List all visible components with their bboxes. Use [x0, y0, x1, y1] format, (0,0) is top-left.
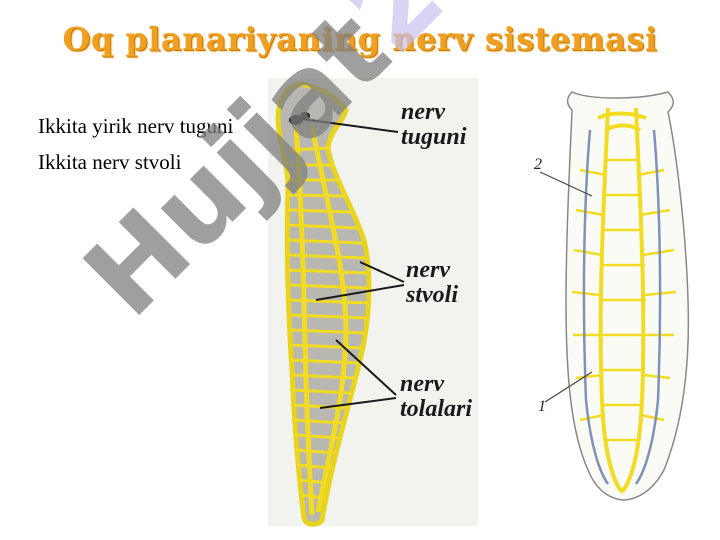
schematic-ganglion — [597, 111, 647, 132]
page-title: Oq planariyaning nerv sistemasi — [62, 20, 658, 58]
eye-spot-left — [289, 115, 303, 125]
label-line: stvoli — [406, 282, 458, 308]
fact-item: Ikkita yirik nerv tuguni — [38, 114, 234, 138]
planaria-left-figure — [275, 81, 372, 527]
figure-number-2: 2 — [534, 156, 542, 173]
label-nerv-tuguni: nerv tuguni — [401, 100, 466, 150]
nerve-trunk-left — [293, 127, 315, 516]
excretory-canals — [582, 129, 662, 485]
schematic-fibers — [571, 158, 677, 442]
label-line: nerv — [406, 257, 450, 283]
label-line: tolalari — [400, 396, 473, 422]
label-line: nerv — [401, 99, 445, 125]
label-line: nerv — [400, 371, 444, 397]
label-nerv-tolalari: nerv tolalari — [400, 372, 472, 422]
figure-number-1: 1 — [538, 398, 546, 415]
fact-item: Ikkita nerv stvoli — [38, 150, 182, 174]
planaria-right-figure — [539, 91, 690, 501]
pointer-1 — [544, 371, 593, 403]
pointer-2 — [539, 171, 593, 197]
label-nerv-stvoli: nerv stvoli — [406, 258, 458, 308]
label-line: tuguni — [401, 124, 467, 150]
nerve-fibers — [287, 146, 369, 500]
fact-list: Ikkita yirik nerv tuguni Ikkita nerv stv… — [38, 108, 233, 180]
label-arrows — [301, 118, 405, 409]
eye-spot-right — [300, 112, 310, 120]
